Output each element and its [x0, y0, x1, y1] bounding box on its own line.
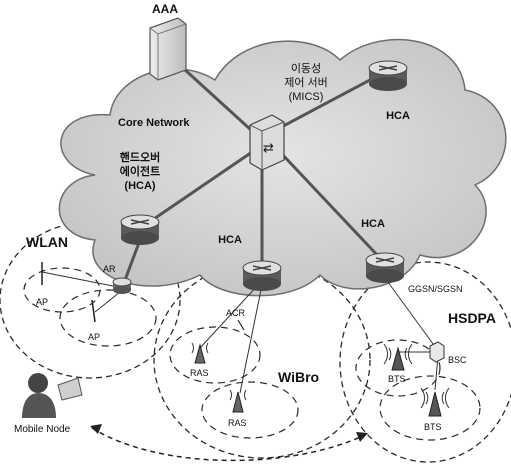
bts-cell-1 [355, 339, 441, 397]
router-hca-top [368, 60, 408, 91]
arrow-head-left-icon [90, 424, 102, 434]
link-mics-hca-left [144, 148, 256, 227]
antenna-icon [428, 391, 442, 417]
router-ar [112, 277, 132, 294]
router-arrows [130, 219, 150, 225]
ras-tower-1 [191, 342, 209, 364]
ggsn-sgsn-label: GGSN/SGSN [408, 284, 463, 294]
handoff-arrow-icon [57, 377, 83, 401]
link-ggsn-bsc [384, 277, 437, 349]
link-ar-ap2 [94, 291, 121, 313]
hca-right-label: HCA [361, 218, 385, 230]
router-hca-right [365, 252, 405, 283]
bsc-label: BSC [448, 355, 467, 365]
hca-center-label: HCA [218, 234, 242, 246]
antenna-icon [194, 343, 206, 364]
link-mics-hca-right [278, 150, 382, 260]
router-icon [112, 277, 132, 287]
bts-tower-1 [383, 343, 413, 371]
link-mics-hca-top [271, 70, 386, 134]
ap-cell-2 [59, 289, 157, 347]
radio-waves [383, 343, 413, 365]
ras-cell-2 [201, 381, 299, 439]
acr-antenna [237, 319, 245, 331]
link-acr-ras1 [199, 284, 259, 349]
router-arrows [378, 65, 398, 71]
radio-waves [229, 389, 247, 401]
switch-edge-top [249, 121, 285, 132]
acr-label: ACR [226, 308, 246, 318]
mics-label-line3: (MICS) [289, 91, 324, 103]
server-icon [149, 17, 187, 81]
antenna-icon [91, 299, 96, 323]
network-links [123, 56, 386, 281]
core-network-label: Core Network [118, 117, 190, 129]
router-base [113, 286, 131, 294]
bts-cell-2 [379, 375, 481, 441]
labels: AAA 이동성 제어 서버 (MICS) Core Network HCA 핸드… [14, 2, 496, 435]
ras-tower-2 [229, 389, 247, 413]
hsdpa-label: HSDPA [448, 310, 496, 326]
antenna-icon [391, 346, 405, 371]
wlan-label: WLAN [26, 234, 68, 250]
hca-top-right-label: HCA [386, 110, 410, 122]
ar-label: AR [103, 264, 116, 274]
mobility-path [91, 427, 366, 462]
router-base [369, 77, 407, 91]
antenna-icon [232, 391, 244, 413]
hca-agent-label-line3: (HCA) [124, 180, 155, 192]
mics-label-line1: 이동성 [291, 62, 321, 75]
mobile-node-label: Mobile Node [14, 424, 71, 435]
person-icon [22, 373, 56, 418]
arrow-head-right-icon [356, 432, 368, 442]
router-arrows [375, 257, 395, 263]
router-base [243, 277, 281, 291]
aaa-server [149, 17, 187, 81]
antenna-icon [237, 319, 245, 331]
hca-agent-label-line2: 에이전트 [120, 164, 160, 178]
router-hca-center [242, 260, 282, 291]
link-hca-left-ar [123, 239, 142, 281]
ras-label-1: RAS [190, 368, 209, 378]
bts-label-1: BTS [388, 374, 406, 384]
router-hca-left [120, 214, 160, 245]
router-base [121, 231, 159, 245]
switch-arrows: ⇄ [263, 140, 274, 155]
aaa-label: AAA [152, 2, 178, 16]
mics-switch: ⇄ [249, 114, 285, 171]
mobile-node [22, 373, 83, 418]
bts-label-2: BTS [424, 422, 442, 432]
mics-label-line2: 제어 서버 [284, 76, 328, 89]
bts-tower-2 [420, 387, 450, 417]
wibro-label: WiBro [278, 369, 319, 385]
switch-icon [429, 341, 445, 363]
router-base [366, 269, 404, 283]
ras-label-2: RAS [228, 418, 247, 428]
radio-waves [191, 342, 209, 354]
link-ar-ap1 [41, 271, 119, 288]
radio-waves [420, 387, 450, 409]
hca-agent-label-line1: 핸드오버 [120, 150, 160, 164]
ap-antenna-2 [91, 299, 96, 323]
link-aaa-mics [170, 56, 264, 142]
bsc-node [429, 341, 445, 363]
router-arrows [252, 265, 272, 271]
link-acr-ras2 [239, 284, 263, 394]
hsdpa-domain-boundary [339, 261, 511, 463]
ap-label-2: AP [88, 332, 100, 342]
ras-cell-1 [169, 326, 261, 384]
ap-label-1: AP [36, 297, 48, 307]
cell-boundaries [23, 267, 481, 441]
